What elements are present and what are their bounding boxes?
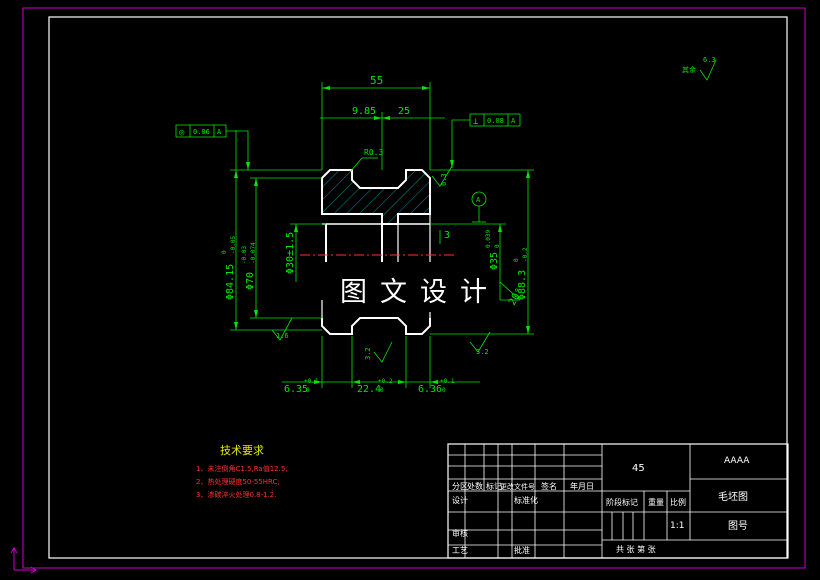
drawing-no-label: 图号 xyxy=(728,520,748,532)
dim-dia-right-tol: 0 xyxy=(513,258,520,262)
dim-width-left: 6.35 xyxy=(284,384,308,395)
gdt-left-value: 0.06 xyxy=(193,128,210,136)
dim-dia-inner: Φ35 xyxy=(489,252,500,270)
part-section xyxy=(300,169,455,335)
dim-dia-right: Φ88.3 xyxy=(517,270,528,300)
rough-bottom-left: 1.6 xyxy=(276,332,289,340)
dim-width-right-tol2: 0 xyxy=(442,387,446,394)
outer-border xyxy=(22,7,806,569)
datum-circle xyxy=(471,191,487,207)
dim-left-offset: 9.85 xyxy=(352,106,376,117)
dim-dia-mid-tol: -0.03 xyxy=(241,246,248,264)
rev-header-3: 更改文件号 xyxy=(500,482,535,491)
row-approve: 批准 xyxy=(514,545,530,555)
scale-value: 1:1 xyxy=(670,521,684,531)
watermark-backdrop xyxy=(328,272,498,312)
tech-item-3: 3、渗碳淬火处理0.8-1.2. xyxy=(196,490,276,499)
company: AAAA xyxy=(724,456,750,466)
tech-item-2: 2、热处理硬度50-55HRC; xyxy=(196,477,280,486)
dim-right-width: 25 xyxy=(398,106,410,117)
dimension-arrows xyxy=(234,86,530,384)
gdt-left-symbol: ◎ xyxy=(179,128,185,138)
gdt-right-value: 0.08 xyxy=(487,117,504,125)
dim-width-right-tol: +0.1 xyxy=(440,378,455,385)
dim-dia-inner-tol2: 0 xyxy=(494,244,501,248)
gdt-frame-right xyxy=(469,113,521,127)
dim-dia-mid-tol2: -0.074 xyxy=(250,242,257,264)
material: 45 xyxy=(632,463,645,474)
dim-dia-outer-tol2: -0.05 xyxy=(230,236,237,254)
technical-requirements: 技术要求 1、未注倒角C1.5,Ra值12.5; 2、热处理硬度50-55HRC… xyxy=(196,444,288,499)
rev-header-0: 分区 xyxy=(452,482,468,491)
dim-dia-outer: Φ84.15 xyxy=(225,264,236,300)
rough-corner-label: 其余 xyxy=(682,65,696,74)
dim-width-mid-tol: +0.2 xyxy=(378,378,393,385)
row-standard: 标准化 xyxy=(514,495,538,505)
tech-item-1: 1、未注倒角C1.5,Ra值12.5; xyxy=(196,464,288,473)
dim-width-left-tol2: 0 xyxy=(306,387,310,394)
upper-section-hatch xyxy=(321,169,431,225)
inner-border xyxy=(48,16,788,559)
row-review: 审核 xyxy=(452,528,468,538)
dim-total-length: 55 xyxy=(370,74,383,87)
ucs-icon xyxy=(10,547,37,574)
scale-label: 比例 xyxy=(670,497,686,507)
dimension-lines xyxy=(226,59,717,388)
dim-width-left-tol: +0.1 xyxy=(304,378,319,385)
watermark-text: 图文设计 xyxy=(340,277,500,308)
drawing-name: 毛坯图 xyxy=(718,491,748,503)
dim-width-mid: 22.4 xyxy=(357,384,381,395)
datum-label: A xyxy=(476,196,481,204)
gdt-frame-left xyxy=(175,124,227,138)
stage-label: 阶段标记 xyxy=(606,497,638,507)
rough-corner: 6.3 xyxy=(440,173,448,186)
sheets: 共 张 第 张 xyxy=(616,544,656,554)
weight-label: 重量 xyxy=(648,497,664,507)
dim-width-mid-tol2: 0 xyxy=(380,387,384,394)
gdt-right-ref: A xyxy=(511,117,516,125)
lower-section-outline xyxy=(321,317,431,335)
title-block xyxy=(447,443,789,559)
dimension-texts: 55 9.85 25 R0.3 3 6.35 +0.1 0 22.4 +0.2 … xyxy=(179,56,716,395)
rev-header-4: 签名 xyxy=(541,481,557,491)
dim-dia-outer-tol: 0 xyxy=(221,250,228,254)
dim-dia-mid: Φ70 xyxy=(245,272,256,290)
dim-radius: R0.3 xyxy=(364,148,383,157)
dim-dia-inner-tol: 0.039 xyxy=(485,230,492,248)
rough-top: 6.3 xyxy=(703,56,716,64)
rev-header-1: 处数 xyxy=(467,481,483,491)
rev-header-5: 年月日 xyxy=(570,481,594,491)
rough-bottom-right: 3.2 xyxy=(476,348,489,356)
rough-groove: 3.2 xyxy=(364,347,372,360)
rev-header-2: 标记 xyxy=(486,481,502,491)
dim-dia-right-tol2: -0.2 xyxy=(522,247,529,262)
row-process: 工艺 xyxy=(452,546,468,555)
dim-width-right: 6.36 xyxy=(418,384,442,395)
gdt-right-symbol: ⊥ xyxy=(473,117,479,127)
dim-groove-depth: 3 xyxy=(444,230,450,241)
tech-title: 技术要求 xyxy=(220,444,264,457)
gdt-left-ref: A xyxy=(217,128,222,136)
dim-dia-small: Φ30±1.5 xyxy=(285,232,296,274)
title-block-texts: 分区 处数 标记 更改文件号 签名 年月日 设计 标准化 审核 工艺 批准 45… xyxy=(452,456,750,555)
row-design: 设计 xyxy=(452,495,468,505)
